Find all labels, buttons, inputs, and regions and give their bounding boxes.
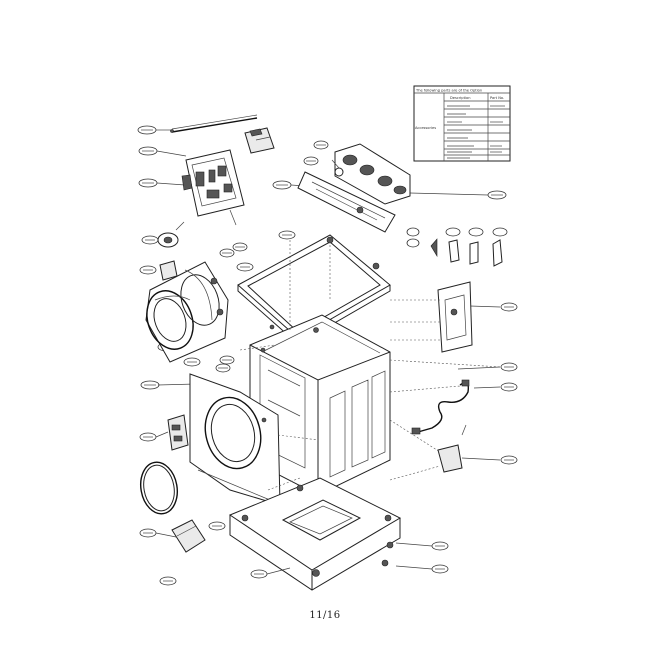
parts-table-title: The following parts are of the Option [415, 89, 482, 93]
parts-table-side-label: Accessories [415, 126, 436, 130]
callout-tag [278, 230, 296, 240]
callout-tag [303, 156, 319, 166]
callout-tag [250, 569, 268, 579]
pcb-top [244, 127, 275, 154]
callout-tag [215, 363, 231, 373]
hose-assembly [170, 114, 258, 133]
callout-tag [492, 227, 508, 237]
pcb-left [181, 149, 245, 226]
callout-tag [159, 576, 177, 586]
callout-tag [208, 521, 226, 531]
callout-tag [500, 455, 518, 465]
parts-table: The following parts are of the Option De… [413, 85, 511, 162]
pulley [157, 221, 185, 248]
callout-tag [468, 227, 484, 237]
callout-tag [219, 248, 235, 258]
callout-tag [272, 180, 292, 190]
parts-table-header-part-no: Part No. [490, 96, 504, 100]
callout-tag [139, 265, 157, 275]
callout-tag [183, 357, 201, 367]
front-panel [189, 373, 281, 506]
foot-bracket [171, 519, 206, 553]
page-number: 11/16 [309, 610, 341, 621]
callout-tag [500, 382, 518, 392]
callout-tag [139, 528, 157, 538]
callout-tag [140, 380, 160, 390]
callout-tag [445, 227, 461, 237]
assembly-guides [239, 240, 501, 491]
callout-tag [500, 362, 518, 372]
control-panel [297, 171, 396, 233]
cable-right [437, 424, 467, 473]
callout-tag [487, 190, 507, 200]
callout-tag [313, 140, 329, 150]
callout-tag [431, 541, 449, 551]
base-frame [228, 477, 402, 591]
accessories [430, 238, 503, 267]
parts-table-header-description: Description [450, 96, 470, 100]
callout-tag [500, 302, 518, 312]
callout-tag [138, 146, 158, 156]
drum-assembly [145, 261, 229, 363]
cover-plate [437, 281, 473, 353]
callout-tag [406, 227, 420, 237]
callout-tag [139, 432, 157, 442]
callout-tags [137, 125, 518, 586]
callout-tag [137, 125, 157, 135]
power-cord [411, 379, 470, 435]
callout-tag [406, 238, 420, 248]
callout-tag [219, 355, 235, 365]
callout-tag [138, 178, 158, 188]
callout-tag [236, 262, 254, 272]
callout-tag [141, 235, 159, 245]
callout-tag [232, 242, 248, 252]
cabinet-body [249, 314, 391, 496]
callout-tag [431, 564, 449, 574]
leader-lines [155, 129, 501, 575]
gasket-ring [140, 461, 178, 515]
hinge [167, 414, 189, 451]
valve-assembly [331, 143, 411, 205]
